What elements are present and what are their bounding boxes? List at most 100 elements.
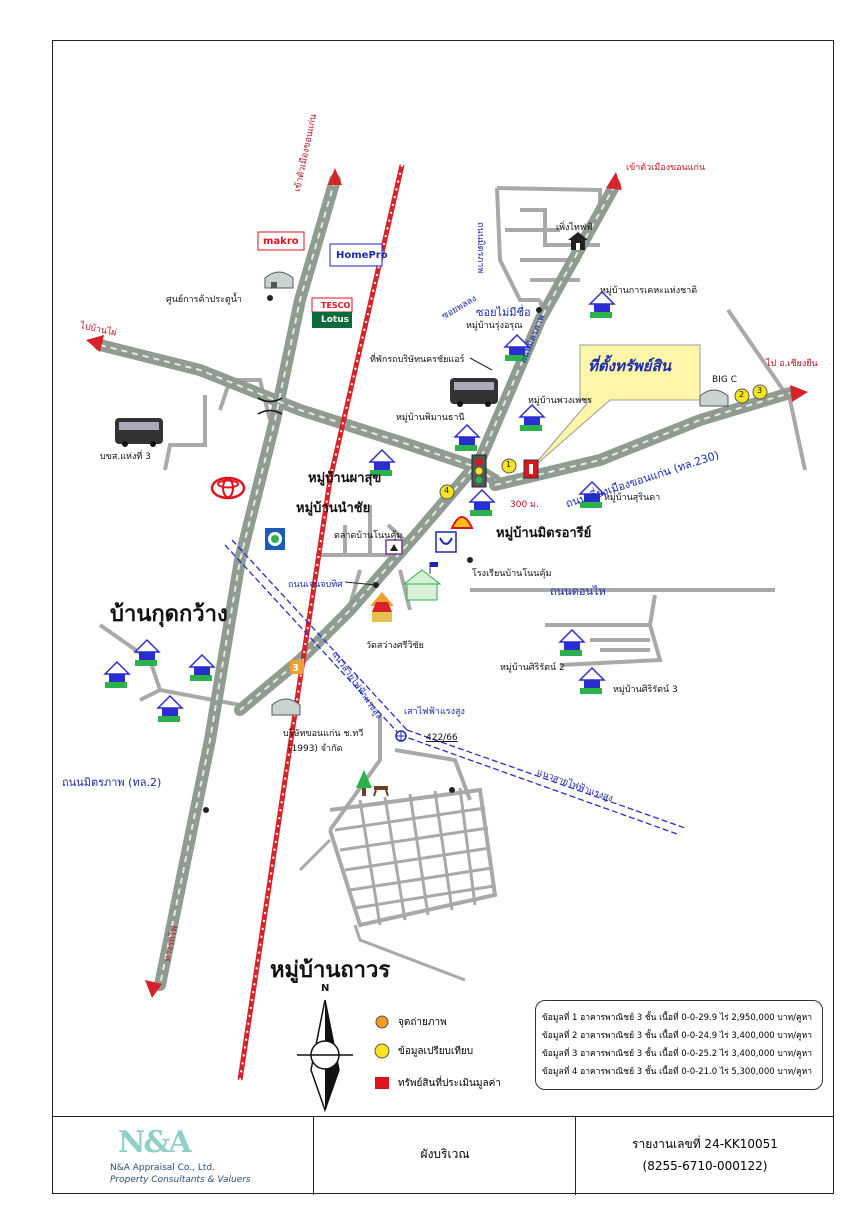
- comparable-row-4: ข้อมูลที่ 4 อาคารพาณิชย์ 3 ชั้น เนื้อที่…: [542, 1067, 813, 1077]
- highway-sign-icon: 3: [290, 660, 304, 674]
- place-label-pimarn-thani: หมู่บ้านพิมานธานี: [396, 413, 465, 423]
- brand-logos: [257, 231, 383, 328]
- depot-house-icon: [568, 232, 588, 250]
- warehouse-icons: [264, 232, 729, 716]
- property-location-callout: ที่ตั้งทรัพย์สิน: [588, 357, 671, 375]
- house-icon: [156, 694, 184, 722]
- house-icon: [578, 480, 606, 508]
- tree-icon: [356, 770, 389, 797]
- comparable-marker-2: [734, 388, 750, 404]
- subdivision-grid: [298, 787, 495, 982]
- makro-logo: makro: [263, 236, 299, 247]
- place-label-siriratana3: หมู่บ้านศิริรัตน์ 3: [613, 685, 678, 695]
- place-label-company-a: บริษัทขอนแก่น ช.ทวี: [283, 729, 364, 739]
- property-callout: [529, 344, 701, 471]
- comparable-markers: [439, 384, 768, 500]
- marker-number-1: 1: [506, 460, 512, 469]
- house-icon: [368, 448, 396, 476]
- place-label-school: โรงเรียนบ้านโนนคุ้ม: [472, 569, 552, 579]
- marker-number-4: 4: [444, 486, 450, 495]
- plan-title: ผังบริเวณ: [420, 1147, 470, 1161]
- house-icon: [518, 403, 546, 431]
- place-label-company-b: (1993) จำกัด: [288, 744, 343, 754]
- legend-subject: ทรัพย์สินที่ประเมินมูลค่า: [398, 1078, 501, 1089]
- house-icon: [558, 628, 586, 656]
- subject-legend-icon: [375, 1077, 389, 1089]
- place-label-makro-center: ศูนย์การค้าประตูน้ำ: [166, 295, 242, 305]
- legend-photo-point: จุดถ่ายภาพ: [398, 1017, 447, 1028]
- parcel-label: 422/66: [426, 733, 458, 743]
- road-label-mittraphap: ถนนมิตรภาพ (ทล.2): [62, 776, 162, 789]
- road-label-to-chonnabot: ไป อ.เชียงยืน: [766, 359, 818, 369]
- road-label-non-khon: ถนนดอนไห: [550, 585, 606, 598]
- minor-roads: [98, 186, 807, 928]
- comparable-row-3: ข้อมูลที่ 3 อาคารพาณิชย์ 3 ชั้น เนื้อที่…: [542, 1049, 813, 1059]
- legend-icons: [374, 1015, 390, 1089]
- place-label-depot: เพิ่งไทฟฟ้: [556, 223, 593, 233]
- temple-icon: [370, 592, 394, 622]
- comparable-marker-3: [752, 384, 768, 400]
- ptt-logo-icon: [435, 531, 457, 553]
- place-label-rungarun: หมู่บ้านรุ่งอรุณ: [466, 321, 523, 331]
- site-map: 3: [86, 164, 808, 1113]
- plan-title-cell: ผังบริเวณ: [314, 1117, 576, 1195]
- house-icon: [103, 660, 131, 688]
- place-label-wat: วัดสว่างศรีวิชัย: [366, 641, 424, 651]
- market-icon: [385, 539, 403, 555]
- shell-logo-icon: [450, 516, 474, 529]
- report-code: (8255-6710-000122): [642, 1159, 768, 1173]
- comparable-row-2: ข้อมูลที่ 2 อาคารพาณิชย์ 3 ชั้น เนื้อที่…: [542, 1031, 813, 1041]
- area-label-nam-chai: หมู่บ้านนำชัย: [296, 501, 371, 516]
- comparable-row-1: ข้อมูลที่ 1 อาคารพาณิชย์ 3 ชั้น เนื้อที่…: [542, 1013, 813, 1023]
- railway: [237, 164, 405, 1081]
- company-tagline: Property Consultants & Valuers: [110, 1175, 251, 1185]
- marker-number-3: 3: [757, 386, 763, 395]
- school-building-icon: [402, 562, 442, 601]
- distance-label: 300 ม.: [510, 500, 539, 510]
- comparables-table: ข้อมูลที่ 1 อาคารพาณิชย์ 3 ชั้น เนื้อที่…: [535, 1000, 823, 1090]
- road-label-soi-unnamed: ซอยไม่มีชื่อ: [476, 306, 531, 319]
- area-label-ban-kut-kwang: บ้านกุดกว้าง: [110, 602, 228, 627]
- power-pole-icon: [395, 730, 407, 742]
- compass-icon: [297, 999, 353, 1113]
- comparable-legend-icon: [374, 1043, 390, 1059]
- overpass-symbol: [257, 397, 283, 415]
- company-logo-cell: N&A N&A Appraisal Co., Ltd. Property Con…: [52, 1117, 314, 1195]
- place-label-bus-station: บขส.แห่งที่ 3: [100, 452, 151, 462]
- area-label-pha-suk: หมู่บ้านผาสุข: [308, 471, 382, 486]
- place-label-karn-keha: หมู่บ้านการเคหะแห่งชาติ: [600, 286, 698, 296]
- house-icons: [103, 290, 616, 722]
- place-label-surinda: หมู่บ้านสุรินดา: [604, 493, 661, 503]
- svg-text:3: 3: [292, 663, 299, 674]
- bus-icons: [115, 378, 498, 447]
- house-icon: [468, 488, 496, 516]
- road-label-power-pole: เสาไฟฟ้าแรงสูง: [404, 707, 465, 717]
- place-label-talad: ตลาดบ้านโนนคุ้ม: [334, 531, 403, 541]
- road-label-chen: ถนนเจนจบทิศ: [288, 580, 343, 590]
- place-label-bigc: BIG C: [712, 375, 737, 385]
- title-block: N&A N&A Appraisal Co., Ltd. Property Con…: [52, 1116, 834, 1195]
- bus-icon: [450, 378, 498, 407]
- place-label-siriratana2: หมู่บ้านศิริรัตน์ 2: [500, 663, 565, 673]
- traffic-light-icon: [471, 454, 487, 488]
- house-icon: [188, 653, 216, 681]
- leader-lines: [203, 295, 542, 813]
- power-lines: [224, 539, 686, 836]
- map-frame: [52, 40, 834, 1194]
- bus-icon: [115, 418, 163, 447]
- company-logo: N&A: [118, 1125, 192, 1160]
- place-label-bus-terminal: ที่พักรถบริษัทนครชัยแอร์: [370, 355, 465, 365]
- warehouse-icon: [699, 389, 729, 407]
- gas-station-logo-icon: [265, 528, 285, 550]
- warehouse-icon: [264, 271, 294, 289]
- house-icon: [588, 290, 616, 318]
- compass-north-label: N: [321, 983, 330, 994]
- homepro-logo: HomePro: [336, 250, 388, 261]
- house-icon: [133, 638, 161, 666]
- place-label-puang-pet: หมู่บ้านพวงเพชร: [528, 396, 593, 406]
- company-name: N&A Appraisal Co., Ltd.: [110, 1163, 215, 1173]
- area-label-mu-ban-thawon: หมู่บ้านถาวร: [270, 958, 391, 983]
- photo-point-icon: [375, 1015, 389, 1029]
- comparable-marker-4: [439, 484, 455, 500]
- comparable-marker-1: [501, 458, 517, 474]
